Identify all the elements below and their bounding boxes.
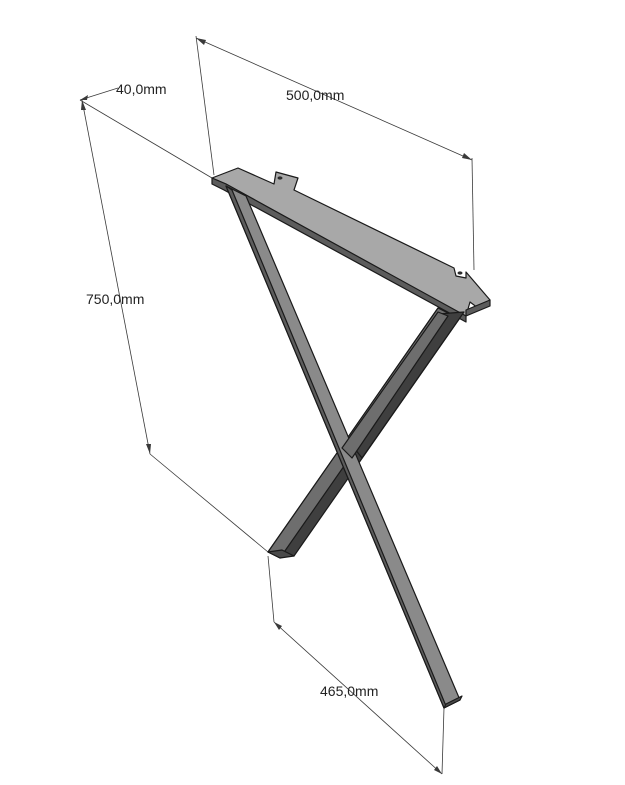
dimension-lines xyxy=(79,35,475,775)
dim-bottom-arrow-right xyxy=(434,766,442,774)
dim-top-arrow-left xyxy=(196,38,206,45)
rear-diagonal-upper-front xyxy=(341,311,449,459)
dim-top-line xyxy=(195,37,473,161)
top-plate-edge xyxy=(211,177,467,323)
dim-top-ext-right xyxy=(471,157,475,271)
mounting-hole-left xyxy=(277,176,283,180)
dim-bottom-ext-left xyxy=(267,555,275,623)
dim-bottom-arrow-left xyxy=(274,622,282,630)
dim-height-label: 750,0mm xyxy=(86,291,144,307)
front-diagonal-bottom xyxy=(443,695,463,709)
dim-height-line xyxy=(81,99,151,455)
dim-bottom-ext-right xyxy=(441,707,445,775)
top-plate-tab-edge-right xyxy=(465,299,491,317)
dim-bottom-width-label: 465,0mm xyxy=(320,683,378,699)
mounting-hole-right xyxy=(457,271,463,275)
dim-thickness-arrow xyxy=(80,95,88,100)
dim-height-arrow-bottom xyxy=(146,444,151,454)
dim-top-arrow-right xyxy=(462,153,472,160)
steel-leg xyxy=(211,167,491,709)
dim-height-ext-bottom xyxy=(149,453,269,553)
dim-thickness-extension-a xyxy=(79,99,213,179)
rear-diagonal-bottom xyxy=(267,549,295,559)
dim-bottom-line xyxy=(273,621,443,775)
dim-height-arrow-top xyxy=(81,100,86,110)
dim-top-width-label: 500,0mm xyxy=(286,87,344,103)
dim-thickness-label: 40,0mm xyxy=(116,81,167,97)
dim-top-ext-left xyxy=(195,35,215,176)
